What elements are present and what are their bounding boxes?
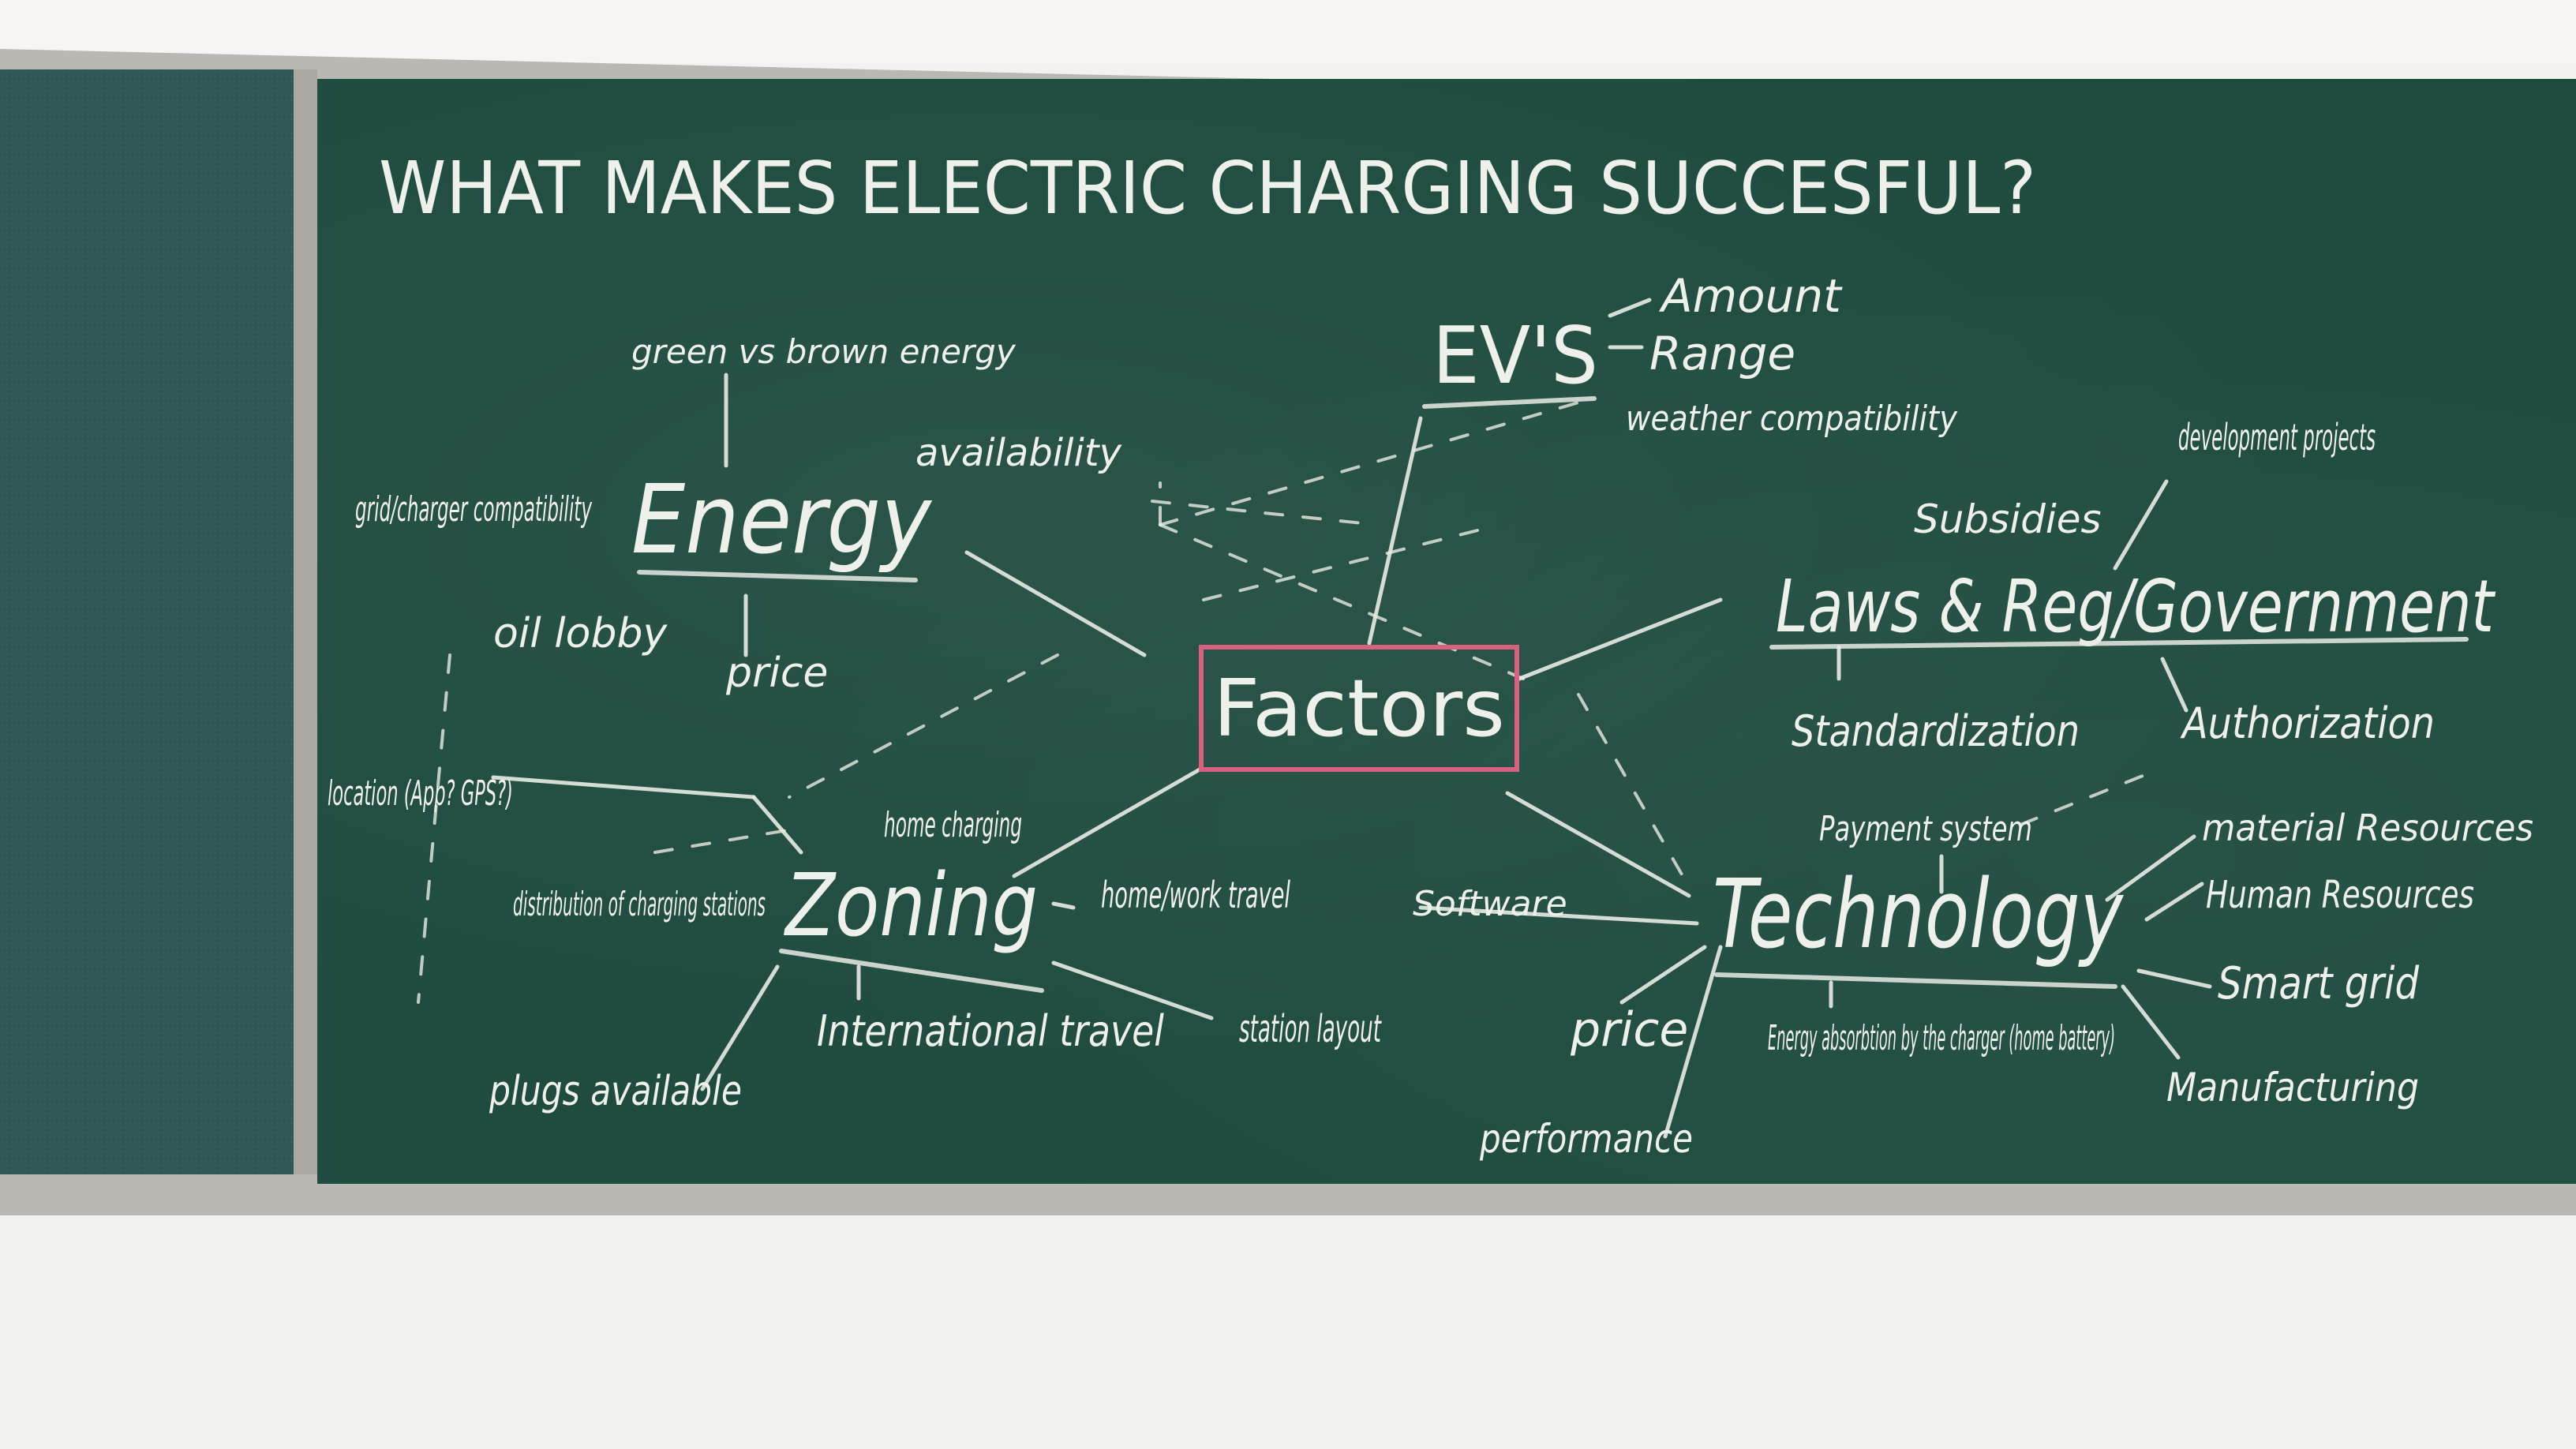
zoning-international-travel: International travel bbox=[817, 1006, 1164, 1056]
center-node: Factors bbox=[1199, 645, 1519, 772]
board-divider bbox=[294, 69, 317, 1174]
energy-price: price bbox=[725, 650, 828, 697]
technology-material-resources: material Resources bbox=[2202, 807, 2533, 849]
laws-development: development projects bbox=[2178, 416, 2376, 459]
technology-cluster: Technology Payment system Software mater… bbox=[1413, 807, 2533, 1162]
chalkboard bbox=[317, 79, 2576, 1184]
technology-smart-grid: Smart grid bbox=[2218, 958, 2419, 1009]
zoning-plugs-available: plugs available bbox=[489, 1068, 742, 1115]
zoning-home-charging: home charging bbox=[884, 805, 1022, 845]
technology-manufacturing: Manufacturing bbox=[2166, 1065, 2419, 1110]
center-label: Factors bbox=[1213, 662, 1505, 754]
center-box bbox=[1199, 645, 1519, 772]
zoning-heading: Zoning bbox=[783, 855, 1038, 956]
laws-heading: Laws & Reg/Government bbox=[1776, 564, 2496, 649]
zoning-location: location (App? GPS?) bbox=[328, 773, 513, 814]
board-title: WHAT MAKES ELECTRIC CHARGING SUCCESFUL? bbox=[379, 146, 2036, 230]
zoning-station-layout: station layout bbox=[1239, 1007, 1382, 1051]
laws-cluster: Laws & Reg/Government Subsidies developm… bbox=[1769, 416, 2496, 756]
wall-top bbox=[0, 0, 2576, 63]
evs-range: Range bbox=[1649, 327, 1795, 380]
corkboard bbox=[0, 69, 294, 1174]
technology-energy-absorbtion: Energy absorbtion by the charger (home b… bbox=[1768, 1018, 2115, 1058]
energy-grid-compatibility: grid/charger compatibility bbox=[355, 489, 592, 530]
laws-authorization: Authorization bbox=[2180, 698, 2435, 748]
technology-performance: performance bbox=[1479, 1116, 1693, 1162]
connector-lines bbox=[491, 298, 2212, 1139]
technology-human-resources: Human Resources bbox=[2206, 873, 2474, 917]
zoning-distribution: distribution of charging stations bbox=[513, 885, 766, 923]
evs-heading: EV'S bbox=[1432, 309, 1598, 402]
technology-price: price bbox=[1570, 1002, 1688, 1058]
dashed-connections bbox=[417, 401, 2160, 1004]
technology-software: Software bbox=[1413, 884, 1567, 924]
energy-oil-lobby: oil lobby bbox=[493, 610, 668, 657]
zoning-home-work-travel: home/work travel bbox=[1101, 874, 1290, 916]
laws-subsidies: Subsidies bbox=[1914, 496, 2102, 542]
energy-green-vs-brown: green vs brown energy bbox=[631, 332, 1017, 371]
evs-amount: Amount bbox=[1658, 269, 1843, 323]
wall-bottom bbox=[0, 1215, 2576, 1449]
energy-heading: Energy bbox=[631, 466, 933, 575]
evs-cluster: EV'S Amount Range weather compatibility bbox=[1422, 269, 1958, 439]
technology-heading: Technology bbox=[1713, 860, 2125, 970]
technology-payment-system: Payment system bbox=[1819, 809, 2032, 849]
energy-cluster: Energy green vs brown energy availabilit… bbox=[355, 332, 1122, 697]
evs-weather: weather compatibility bbox=[1626, 399, 1958, 439]
laws-standardization: Standardization bbox=[1792, 706, 2080, 756]
zoning-cluster: Zoning location (App? GPS?) home chargin… bbox=[328, 773, 1382, 1115]
energy-availability: availability bbox=[915, 431, 1122, 475]
